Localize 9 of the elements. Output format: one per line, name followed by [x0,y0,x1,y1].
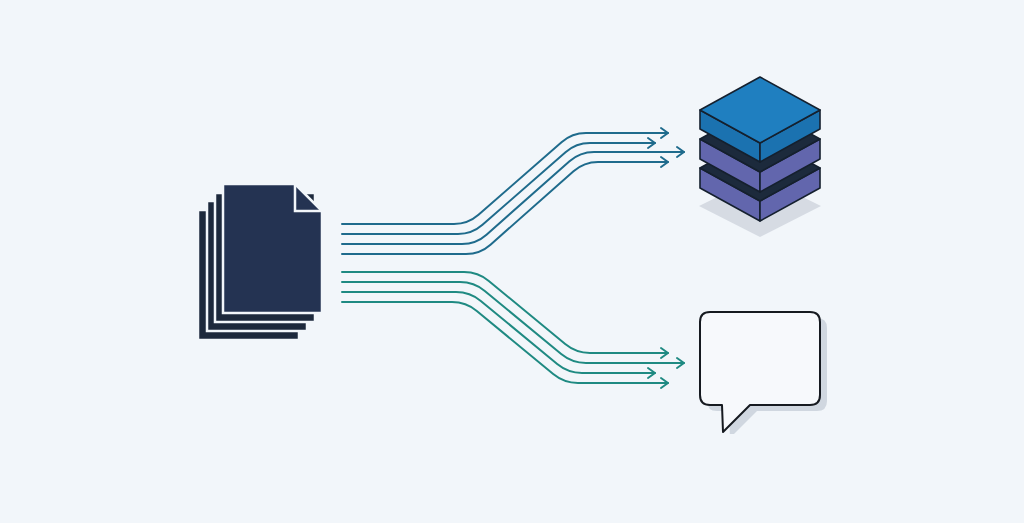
arrow [341,156,669,255]
arrow [341,271,669,359]
arrow [341,281,685,369]
arrow [341,291,656,379]
arrow [341,137,656,235]
speech-bubble [698,310,829,434]
arrow [341,146,685,245]
stacked-layers-icon [697,75,823,239]
arrow [341,301,669,389]
